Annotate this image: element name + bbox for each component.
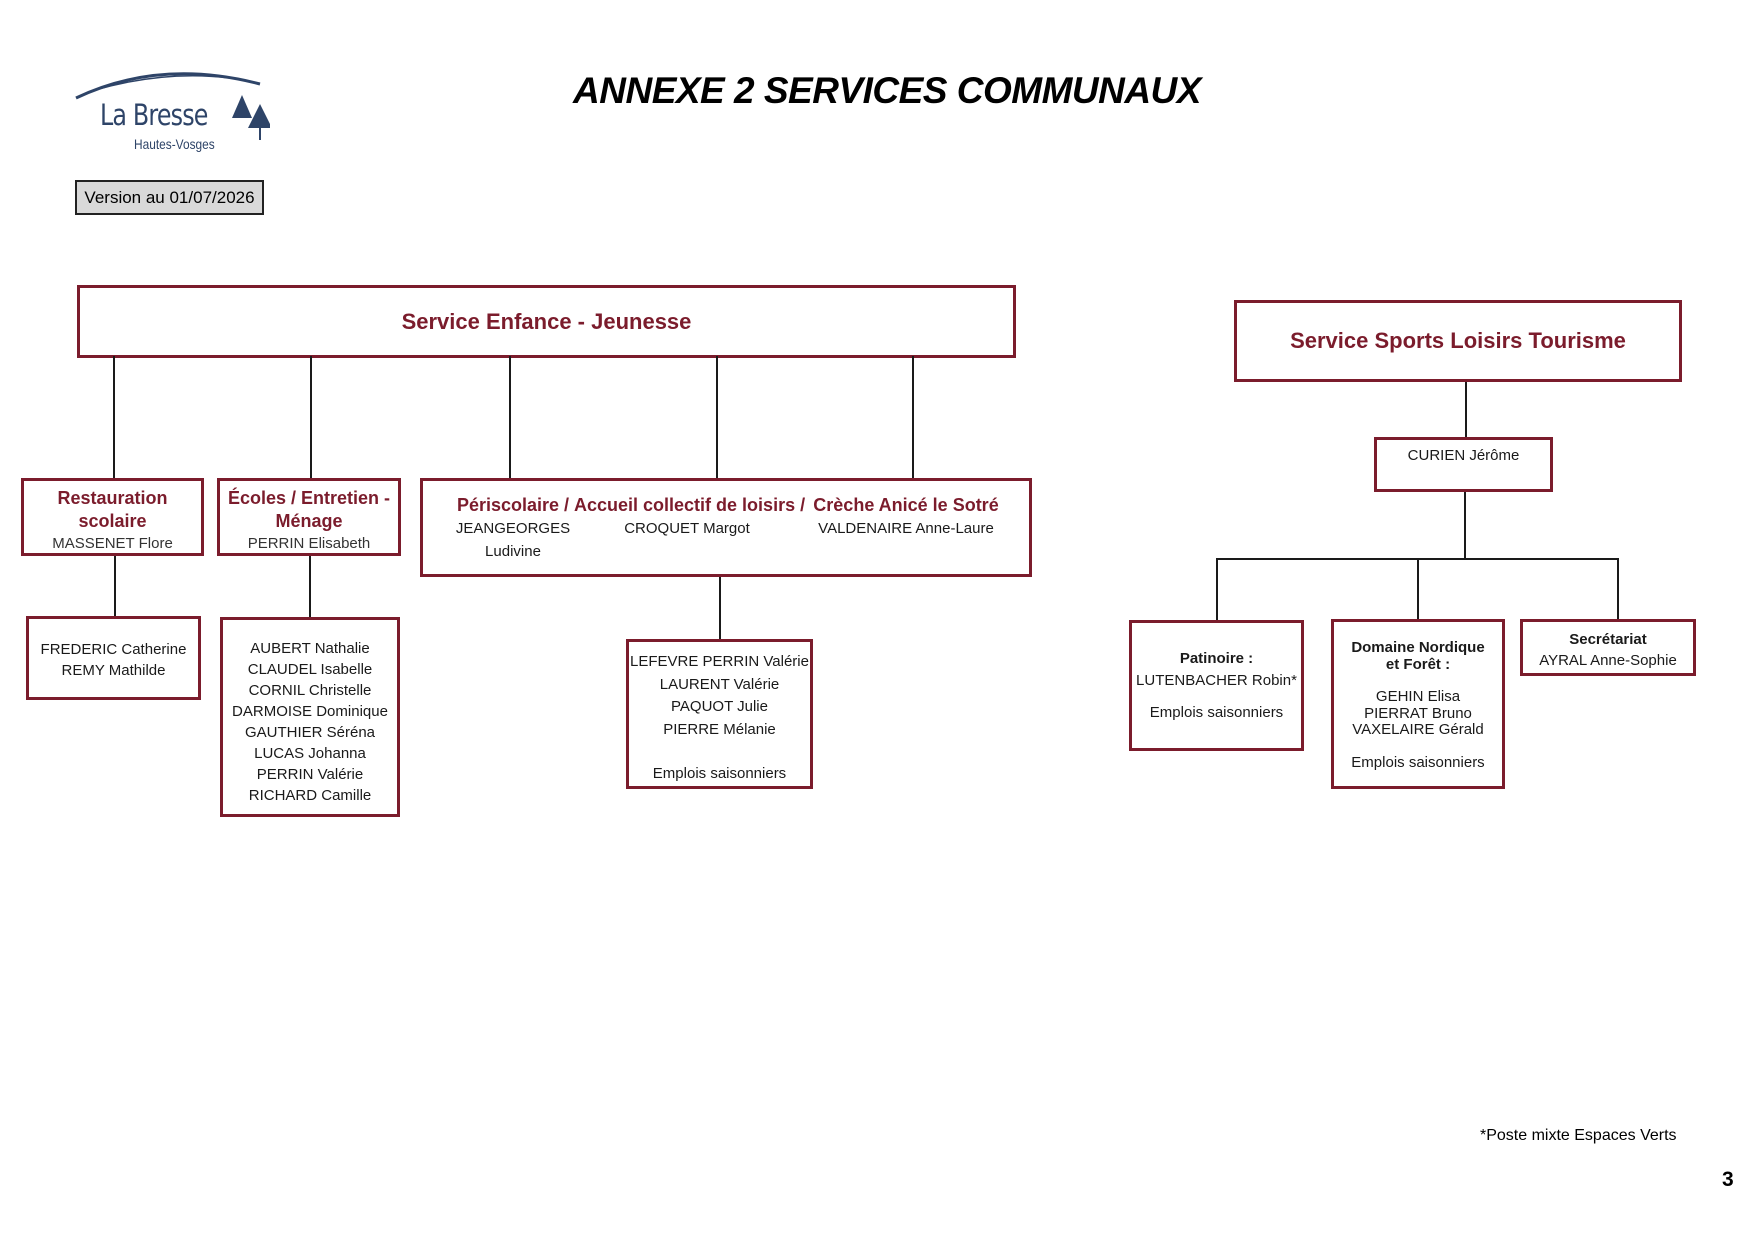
periscolaire-person: JEANGEORGES (455, 520, 571, 537)
staff-name: LEFEVRE PERRIN Valérie (630, 653, 809, 670)
periscolaire-group-box (420, 478, 1032, 577)
periscolaire-title: Périscolaire / (456, 495, 570, 515)
restauration-title: scolaire (78, 511, 147, 531)
domaine-box: Domaine Nordique et Forêt : GEHIN Elisa … (1331, 619, 1505, 789)
connector-line (113, 356, 115, 478)
footnote: *Poste mixte Espaces Verts (1480, 1127, 1677, 1144)
staff-name: RICHARD Camille (248, 787, 372, 804)
connector-line (310, 356, 312, 478)
domaine-title: et Forêt : (1385, 656, 1451, 673)
service-enfance-box: Service Enfance - Jeunesse (77, 285, 1016, 358)
domaine-title: Domaine Nordique (1351, 639, 1485, 656)
restauration-title: Restauration (57, 488, 168, 508)
restauration-staff-box: FREDERIC Catherine REMY Mathilde (26, 616, 201, 700)
restauration-head-person: MASSENET Flore (52, 535, 173, 552)
ecoles-box: Écoles / Entretien - Ménage PERRIN Elisa… (217, 478, 401, 556)
service-sports-box: Service Sports Loisirs Tourisme (1234, 300, 1682, 382)
seasonal-jobs: Emplois saisonniers (1149, 704, 1284, 721)
accueil-title: Accueil collectif de loisirs / (574, 495, 806, 515)
staff-name: LAURENT Valérie (659, 675, 780, 693)
staff-name: GEHIN Elisa (1375, 688, 1461, 705)
periscolaire-staff-box: LEFEVRE PERRIN Valérie LAURENT Valérie P… (626, 639, 813, 789)
seasonal-jobs: Emplois saisonniers (652, 765, 787, 782)
logo: La Bresse Hautes-Vosges (70, 68, 270, 158)
page-title: ANNEXE 2 SERVICES COMMUNAUX (573, 70, 1201, 111)
seasonal-jobs: Emplois saisonniers (1351, 753, 1485, 771)
connector-line (1216, 558, 1218, 620)
creche-person: VALDENAIRE Anne-Laure (818, 520, 994, 537)
page-number: 3 (1722, 1168, 1734, 1191)
service-sports-title: Service Sports Loisirs Tourisme (1290, 328, 1626, 353)
ecoles-staff-box: AUBERT Nathalie CLAUDEL Isabelle CORNIL … (220, 617, 400, 817)
staff-name: AUBERT Nathalie (250, 640, 370, 657)
connector-line (1464, 492, 1466, 558)
staff-name: REMY Mathilde (61, 662, 166, 679)
secretariat-person: AYRAL Anne-Sophie (1539, 652, 1677, 669)
creche-block: Crèche Anicé le Sotré VALDENAIRE Anne-La… (806, 493, 1006, 540)
periscolaire-block: Périscolaire / JEANGEORGES Ludivine (445, 493, 581, 563)
patinoire-box: Patinoire : LUTENBACHER Robin* Emplois s… (1129, 620, 1304, 751)
connector-line (1465, 382, 1467, 437)
staff-name: GAUTHIER Séréna (244, 724, 376, 741)
service-enfance-title: Service Enfance - Jeunesse (401, 309, 692, 334)
staff-name: PAQUOT Julie (671, 698, 768, 715)
logo-subtitle: Hautes-Vosges (134, 136, 215, 152)
patinoire-title: Patinoire : (1179, 650, 1254, 667)
creche-title: Crèche Anicé le Sotré (813, 495, 999, 515)
secretariat-box: Secrétariat AYRAL Anne-Sophie (1520, 619, 1696, 676)
sports-head-person: CURIEN Jérôme (1407, 447, 1520, 464)
patinoire-person: LUTENBACHER Robin* (1136, 672, 1297, 689)
connector-line (719, 577, 721, 639)
logo-arc-icon (75, 72, 270, 140)
staff-name: PIERRE Mélanie (663, 720, 776, 738)
staff-name: LUCAS Johanna (254, 745, 366, 762)
accueil-person: CROQUET Margot (624, 520, 750, 537)
staff-name: FREDERIC Catherine (40, 641, 187, 658)
connector-line (912, 356, 914, 478)
staff-name: DARMOISE Dominique (232, 703, 388, 720)
connector-line (1417, 558, 1419, 620)
connector-line (509, 356, 511, 478)
staff-name: CLAUDEL Isabelle (247, 661, 373, 678)
staff-name: VAXELAIRE Gérald (1352, 721, 1484, 738)
staff-name: PIERRAT Bruno (1364, 704, 1472, 722)
staff-name: PERRIN Valérie (256, 766, 364, 783)
connector-line (1617, 558, 1619, 620)
ecoles-title: Ménage (275, 511, 343, 531)
version-badge: Version au 01/07/2026 (75, 180, 264, 215)
restauration-box: Restauration scolaire MASSENET Flore (21, 478, 204, 556)
secretariat-title: Secrétariat (1569, 631, 1647, 648)
connector-line (309, 556, 311, 617)
periscolaire-person: Ludivine (485, 543, 541, 560)
staff-name: CORNIL Christelle (248, 682, 372, 699)
ecoles-title: Écoles / Entretien - (227, 488, 391, 508)
connector-line (716, 356, 718, 478)
ecoles-head-person: PERRIN Elisabeth (247, 535, 371, 552)
connector-line (114, 556, 116, 616)
sports-head-box: CURIEN Jérôme (1374, 437, 1553, 492)
accueil-block: Accueil collectif de loisirs / CROQUET M… (574, 493, 806, 540)
logo-name: La Bresse (100, 98, 208, 132)
